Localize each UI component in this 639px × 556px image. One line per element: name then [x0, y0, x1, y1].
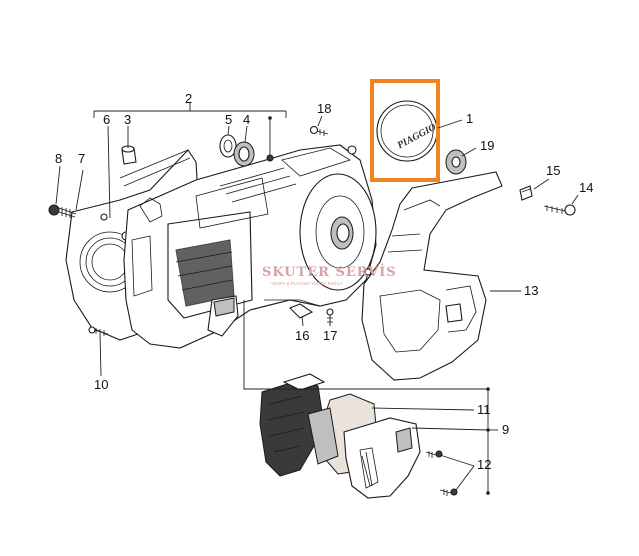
callout-10: 10 — [94, 377, 108, 392]
callout-4: 4 — [243, 112, 250, 127]
clip-15 — [519, 185, 533, 201]
filter-cover-12 — [343, 417, 421, 499]
bracket-16 — [289, 303, 314, 319]
callout-13: 13 — [524, 283, 538, 298]
highlight-box — [370, 79, 440, 182]
air-duct-13 — [361, 171, 503, 381]
callout-15: 15 — [546, 163, 560, 178]
callout-16: 16 — [295, 328, 309, 343]
seal-4 — [233, 141, 255, 167]
bushing-3 — [121, 145, 137, 165]
watermark-subtitle: VESPA & PIAGGIO YEDEK PARÇA — [271, 281, 343, 286]
callout-18: 18 — [317, 101, 331, 116]
callout-19: 19 — [480, 138, 494, 153]
screw-12a — [425, 450, 443, 458]
callout-5: 5 — [225, 112, 232, 127]
screw-10 — [88, 326, 109, 336]
callout-17: 17 — [323, 328, 337, 343]
callout-6: 6 — [103, 112, 110, 127]
screw-14 — [543, 204, 576, 216]
callout-9: 9 — [502, 422, 509, 437]
piaggio-cover-part-1: PIAGGIO — [376, 100, 438, 162]
washer-19 — [445, 149, 467, 175]
pin-6 — [266, 154, 274, 162]
callout-14: 14 — [579, 180, 593, 195]
screw-18 — [309, 125, 329, 136]
callout-2: 2 — [185, 91, 192, 106]
watermark-title: SKUTER SERVİS — [262, 264, 397, 280]
filter-frame-9 — [259, 373, 326, 477]
callout-1: 1 — [466, 111, 473, 126]
callout-7: 7 — [78, 151, 85, 166]
callout-8: 8 — [55, 151, 62, 166]
leader-lines — [55, 103, 579, 495]
crankcase-housing — [123, 144, 377, 349]
screw-8 — [48, 204, 77, 218]
callout-3: 3 — [124, 112, 131, 127]
callout-12: 12 — [477, 457, 491, 472]
callout-11: 11 — [477, 402, 491, 417]
screw-12b — [439, 488, 458, 496]
